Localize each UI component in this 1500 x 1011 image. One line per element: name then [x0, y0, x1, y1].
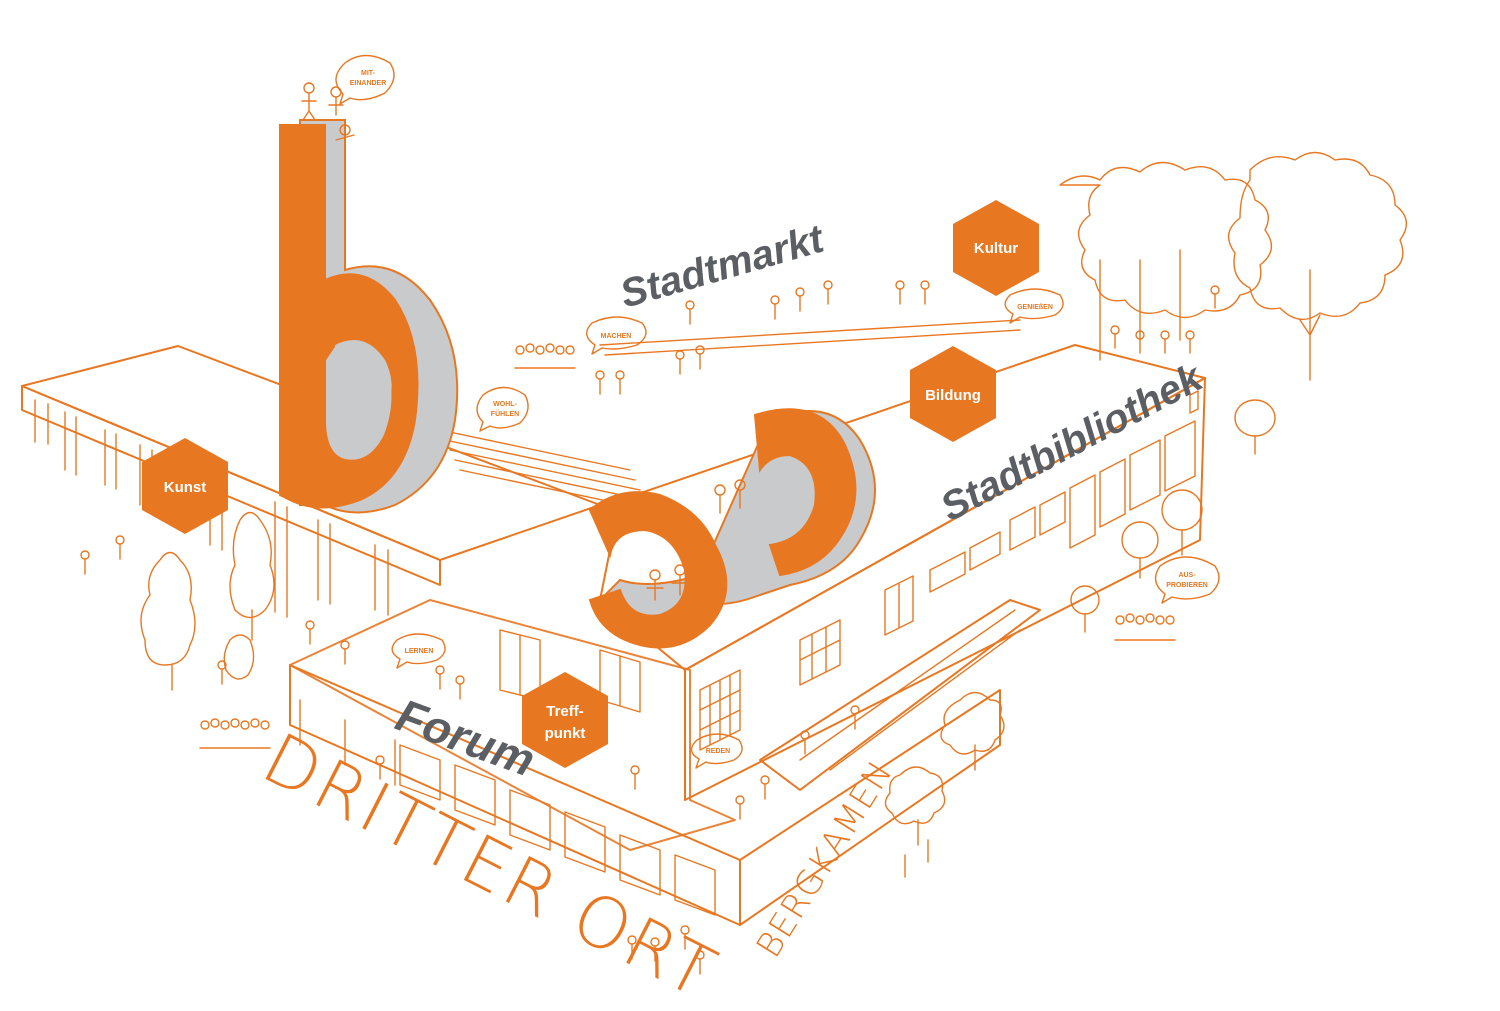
hexagon-bildung: Bildung — [910, 346, 996, 442]
tree-cluster-right — [1059, 151, 1408, 633]
bubble-miteinander-line1: MIT- — [361, 70, 376, 77]
logo-letter-b — [279, 119, 459, 514]
hexagon-kultur-text: Kultur — [974, 240, 1018, 257]
bubble-ausprobieren: AUS- PROBIEREN — [1154, 556, 1220, 604]
hexagon-kunst-text: Kunst — [164, 479, 207, 496]
tree-cluster-left — [140, 511, 275, 691]
library-facade — [684, 377, 1206, 801]
figures-top-b — [301, 82, 355, 156]
bubble-lernen: LERNEN — [391, 633, 446, 669]
bubble-wohlfuehlen-line2: FÜHLEN — [491, 409, 519, 418]
logo-number-3 — [588, 408, 876, 649]
speech-bubbles: MIT- EINANDER MACHEN WOHL- FÜHLEN GENIEß… — [335, 54, 1220, 769]
hexagon-kultur: Kultur — [953, 200, 1039, 296]
building — [21, 319, 1206, 926]
bubble-wohlfuehlen-line1: WOHL- — [493, 401, 517, 408]
bubble-reden: REDEN — [690, 733, 743, 769]
bubble-machen-text: MACHEN — [601, 333, 632, 340]
tree-cluster-bottom-right — [884, 691, 1005, 878]
people-figures — [80, 82, 1220, 975]
forum-roof — [289, 599, 736, 851]
hexagon-treffpunkt: Treff- punkt — [522, 672, 608, 768]
area-label-stadtmarkt: Stadtmarkt — [615, 216, 830, 316]
bubble-geniessen-text: GENIEßEN — [1017, 304, 1053, 311]
bubble-lernen-text: LERNEN — [405, 648, 434, 655]
hexagon-bildung-text: Bildung — [925, 387, 981, 404]
hexagon-labels: Kunst Kultur Bildung Treff- punkt — [142, 200, 1039, 768]
bubble-ausprobieren-line2: PROBIEREN — [1166, 582, 1208, 589]
figures-forum — [340, 640, 860, 820]
bubble-geniessen: GENIEßEN — [1004, 288, 1064, 324]
hexagon-treffpunkt-line2: punkt — [545, 725, 586, 742]
bubble-wohlfuehlen: WOHL- FÜHLEN — [476, 386, 529, 432]
hexagon-kunst: Kunst — [142, 438, 228, 534]
forum-side — [739, 689, 1001, 926]
bubble-miteinander-line2: EINANDER — [350, 80, 387, 87]
figures-bottom — [80, 535, 705, 975]
figures-on-3 — [646, 419, 826, 601]
stadtmarkt-stairs — [439, 319, 1021, 511]
library-windows — [699, 390, 1199, 751]
hexagon-treffpunkt-line1: Treff- — [546, 703, 584, 720]
bubble-ausprobieren-line1: AUS- — [1178, 572, 1196, 579]
bubble-miteinander: MIT- EINANDER — [335, 54, 395, 105]
bubble-machen: MACHEN — [586, 316, 647, 355]
forum-windows — [399, 629, 716, 916]
handwritten-city: BERGKAMEN — [749, 754, 902, 965]
area-label-forum: Forum — [390, 689, 542, 787]
figures-stadtmarkt — [595, 280, 1220, 395]
figures-crowd-left — [199, 343, 1176, 749]
ramp — [759, 599, 1041, 791]
bubble-reden-text: REDEN — [706, 748, 731, 755]
forum-pillars — [299, 699, 396, 786]
